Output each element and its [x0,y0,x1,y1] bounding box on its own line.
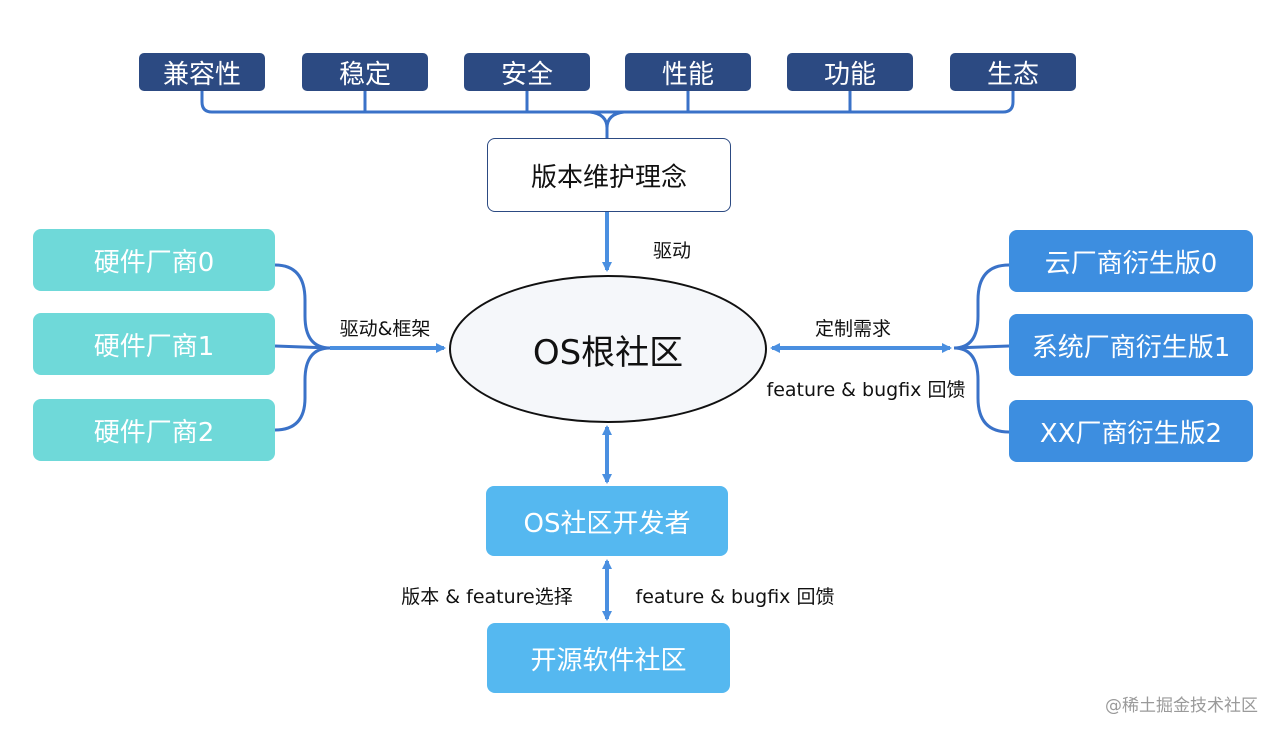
label-version-feature-selection: 版本 & feature选择 [401,586,573,608]
version-maintenance-philosophy: 版本维护理念 [487,138,731,212]
open-source-software-community: 开源软件社区 [487,623,730,693]
label-upstream-feedback: feature & bugfix 回馈 [635,586,835,608]
hardware-vendor-0: 硬件厂商0 [33,229,275,291]
hardware-vendor-2: 硬件厂商2 [33,399,275,461]
derivative-cloud-0: 云厂商衍生版0 [1009,230,1253,292]
hardware-bracket [274,263,331,432]
principles-bracket-stem [589,110,625,138]
derivative-system-1: 系统厂商衍生版1 [1009,314,1253,376]
derivatives-bracket [953,263,1010,434]
principle-stability: 稳定 [302,53,428,91]
label-feature-bugfix-feedback: feature & bugfix 回馈 [766,379,966,401]
os-root-community: OS根社区 [449,275,767,423]
principle-ecosystem: 生态 [950,53,1076,91]
principle-performance: 性能 [625,53,751,91]
principle-compatibility: 兼容性 [139,53,265,91]
watermark: @稀土掘金技术社区 [1105,696,1258,716]
principle-security: 安全 [464,53,590,91]
principle-features: 功能 [787,53,913,91]
derivative-xx-2: XX厂商衍生版2 [1009,400,1253,462]
label-custom-requirements: 定制需求 [814,318,892,340]
principles-bracket [200,91,1015,114]
os-community-developers: OS社区开发者 [486,486,728,556]
label-drive-framework: 驱动&框架 [339,318,431,340]
hardware-vendor-1: 硬件厂商1 [33,313,275,375]
label-drive: 驱动 [652,240,692,262]
